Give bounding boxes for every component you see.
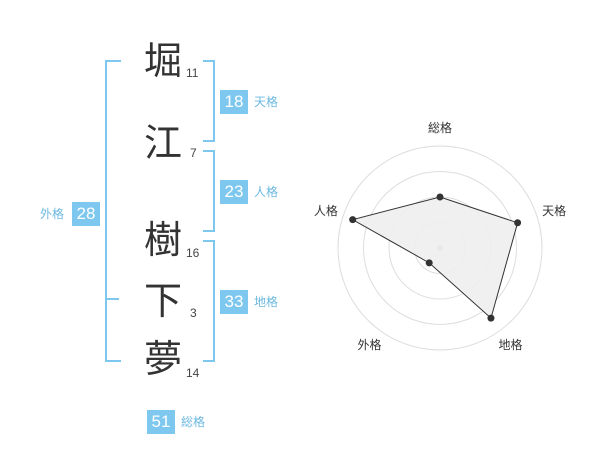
gaikaku-label: 外格 [40, 207, 65, 221]
kanji-3: 樹 [143, 218, 182, 262]
radar-point [425, 259, 433, 267]
radar-point [487, 314, 495, 322]
radar-point [349, 216, 357, 224]
kanji-1: 堀 [143, 39, 182, 83]
strokes-4: 3 [190, 306, 197, 320]
radar-point [436, 193, 444, 201]
soukaku-value: 51 [147, 410, 175, 434]
jinkaku-bracket [203, 150, 215, 232]
strokes-3: 16 [186, 246, 200, 260]
radar-axis-label: 総格 [428, 120, 452, 135]
chikaku-value: 33 [220, 290, 248, 314]
strokes-1: 11 [186, 66, 199, 80]
kanji-2: 江 [143, 121, 182, 165]
radar-points [349, 193, 522, 322]
outer-bracket-tick [105, 298, 119, 300]
tenkaku-value: 18 [220, 90, 248, 114]
strokes-2: 7 [190, 146, 197, 160]
jinkaku-value: 23 [220, 180, 248, 204]
soukaku-label: 総格 [181, 415, 206, 429]
tenkaku-label: 天格 [254, 95, 279, 109]
radar-ring [363, 171, 517, 325]
jinkaku-label: 人格 [254, 185, 279, 199]
radar-axis-label: 地格 [499, 337, 523, 352]
chikaku-bracket [203, 240, 215, 362]
tenkaku-bracket [203, 60, 215, 142]
strokes-5: 14 [186, 366, 200, 380]
outer-bracket [105, 60, 121, 362]
radar-axis-label: 外格 [357, 337, 381, 352]
radar-ring [337, 145, 543, 351]
kanji-5: 夢 [143, 337, 182, 381]
gaikaku-value: 28 [72, 202, 100, 226]
chikaku-label: 地格 [254, 295, 279, 309]
kanji-4: 下 [143, 279, 182, 323]
radar-axis-label: 人格 [314, 203, 338, 218]
radar-axis-label: 天格 [542, 203, 566, 218]
radar-data-area [351, 196, 519, 320]
radar-point [514, 219, 522, 227]
